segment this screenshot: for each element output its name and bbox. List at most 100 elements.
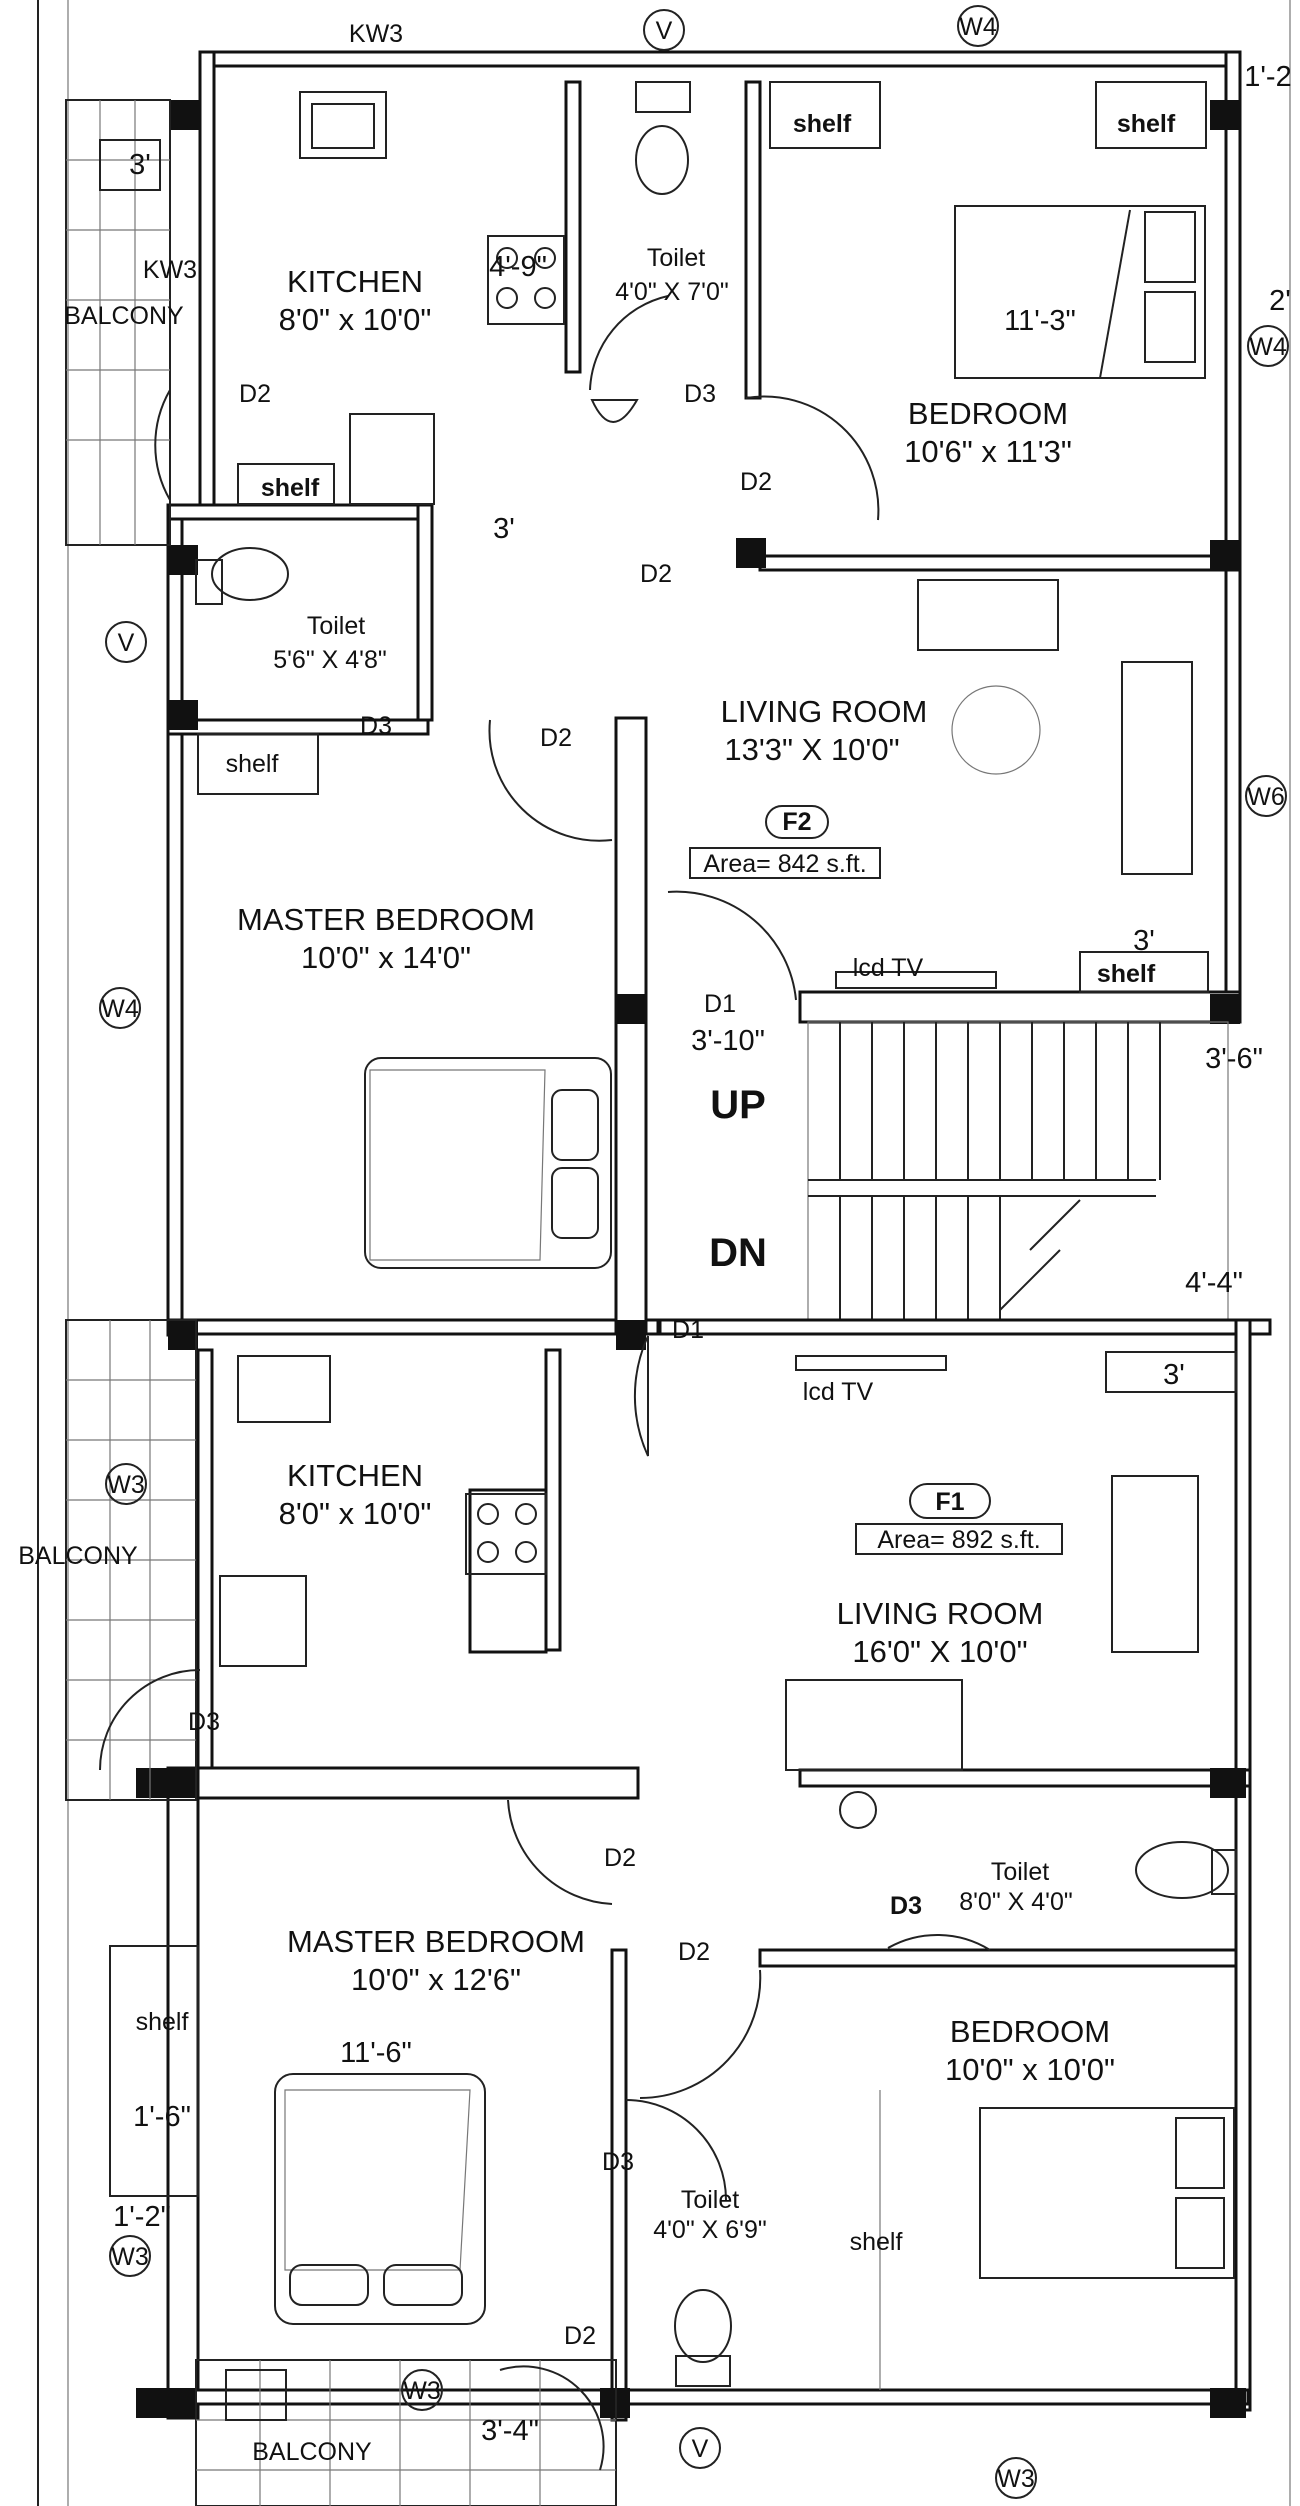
wall-f2-top — [198, 50, 1242, 68]
pillow-icon — [551, 1089, 599, 1161]
shelf-label: shelf — [226, 750, 279, 778]
door-tag: D3 — [188, 1708, 220, 1736]
door-swing — [745, 395, 880, 521]
washbasin-icon — [99, 139, 161, 191]
room-name: MASTER BEDROOM — [237, 902, 535, 937]
bed-sheet-fold — [1099, 209, 1131, 379]
dimension: 4'-4" — [1185, 1267, 1243, 1299]
column — [616, 994, 646, 1024]
room-name: BEDROOM — [950, 2014, 1110, 2049]
balcony-bottom-tiles — [196, 2360, 616, 2506]
window-tag: KW3 — [143, 256, 197, 284]
window-tag-marker — [1245, 775, 1287, 817]
burner-icon — [534, 287, 556, 309]
window-tag: W3 — [997, 2465, 1035, 2493]
flat-f1 — [65, 1318, 1272, 2506]
window-tag: V — [692, 2435, 709, 2463]
door-tag: D2 — [640, 560, 672, 588]
kitchen-sink-icon — [237, 1355, 331, 1423]
wall-kitchen-bottom — [166, 503, 432, 521]
washbasin-icon — [225, 2369, 287, 2421]
flat-area: Area= 892 s.ft. — [877, 1526, 1040, 1554]
column — [168, 1320, 198, 1350]
door-tag: D3 — [684, 380, 716, 408]
bed-icon — [979, 2107, 1235, 2279]
dimension: 3' — [129, 149, 151, 181]
window-tag: V — [656, 17, 673, 45]
burner-icon — [534, 247, 556, 269]
dimension: 1'-6" — [133, 2101, 191, 2133]
door-tag: D3 — [602, 2148, 634, 2176]
window-tag-marker — [957, 5, 999, 47]
kitchen-sink-icon — [299, 91, 387, 159]
balcony-label: BALCONY — [64, 302, 184, 330]
wc-icon — [635, 125, 689, 195]
dimension: 3'-6" — [1205, 1043, 1263, 1075]
window-tag: KW3 — [349, 20, 403, 48]
tv-label: lcd TV — [853, 954, 924, 982]
shelf-label: shelf — [261, 474, 320, 502]
door-swing — [488, 719, 613, 842]
window-tag: V — [118, 629, 135, 657]
bed-icon — [954, 205, 1206, 379]
door-swing — [639, 1969, 762, 2100]
room-name: Toilet — [307, 612, 365, 640]
kitchen-shelf — [237, 463, 335, 505]
bed-icon — [274, 2073, 486, 2325]
master-shelf — [109, 1945, 199, 2197]
balcony-label: BALCONY — [18, 1542, 138, 1570]
wall-master-right — [614, 716, 648, 1336]
door-tag: D1 — [704, 990, 736, 1018]
room-name: KITCHEN — [287, 264, 423, 299]
window-tag-marker — [679, 2427, 721, 2469]
room-name: Toilet — [991, 1858, 1049, 1886]
column — [136, 1768, 196, 1798]
wall-bedroom-top — [758, 1948, 1238, 1968]
wall-toilet-left-right — [416, 503, 434, 722]
area-box — [689, 847, 881, 879]
pillow-icon — [1175, 2117, 1225, 2189]
stove-icon — [487, 235, 565, 325]
cistern-icon — [635, 81, 691, 113]
dimension: 11'-6" — [340, 2037, 412, 2069]
burner-icon — [496, 247, 518, 269]
stove-icon — [465, 1493, 547, 1575]
balcony-middle-tiles — [66, 1320, 196, 1800]
window-tag-marker — [995, 2457, 1037, 2499]
wc-icon — [211, 547, 289, 601]
room-name: Toilet — [681, 2186, 739, 2214]
room-size: 10'0" x 14'0" — [301, 940, 471, 975]
window-tag-marker — [643, 9, 685, 51]
pillow-icon — [1144, 211, 1196, 283]
wall-kitchen-right — [544, 1348, 562, 1652]
stair-landing — [808, 1179, 1156, 1197]
window-tag-marker — [401, 2369, 443, 2411]
column — [616, 1320, 646, 1350]
balcony-top-tiles — [66, 100, 170, 545]
wall-toilet-bedroom — [744, 80, 762, 400]
bed-sheet — [284, 2089, 471, 2271]
room-size: 10'6" x 11'3" — [904, 434, 1072, 469]
door-swing — [507, 1799, 613, 1905]
door-swing — [633, 1335, 649, 1457]
room-size: 10'0" x 12'6" — [351, 1962, 521, 1997]
burner-icon — [515, 1541, 537, 1563]
cistern-icon — [195, 559, 223, 605]
wall-f2-left — [166, 503, 184, 1337]
column — [1210, 1768, 1246, 1798]
pillow-icon — [551, 1167, 599, 1239]
room-size: 4'0" X 6'9" — [653, 2216, 766, 2244]
wall-living-bottom — [798, 1768, 1252, 1788]
cistern-icon — [1211, 1849, 1237, 1895]
window-tag-marker — [99, 987, 141, 1029]
bed-sheet — [369, 1069, 546, 1261]
door-swing — [154, 389, 171, 501]
door-tag: D3 — [360, 712, 392, 740]
flat-f2 — [65, 50, 1242, 1350]
wall-f2-kitchen-left — [198, 50, 216, 514]
column — [170, 100, 200, 130]
balcony-bottom — [195, 2359, 617, 2506]
room-name: KITCHEN — [287, 1458, 423, 1493]
door-swing — [589, 295, 669, 391]
wall-bedroom-bottom — [758, 554, 1242, 572]
